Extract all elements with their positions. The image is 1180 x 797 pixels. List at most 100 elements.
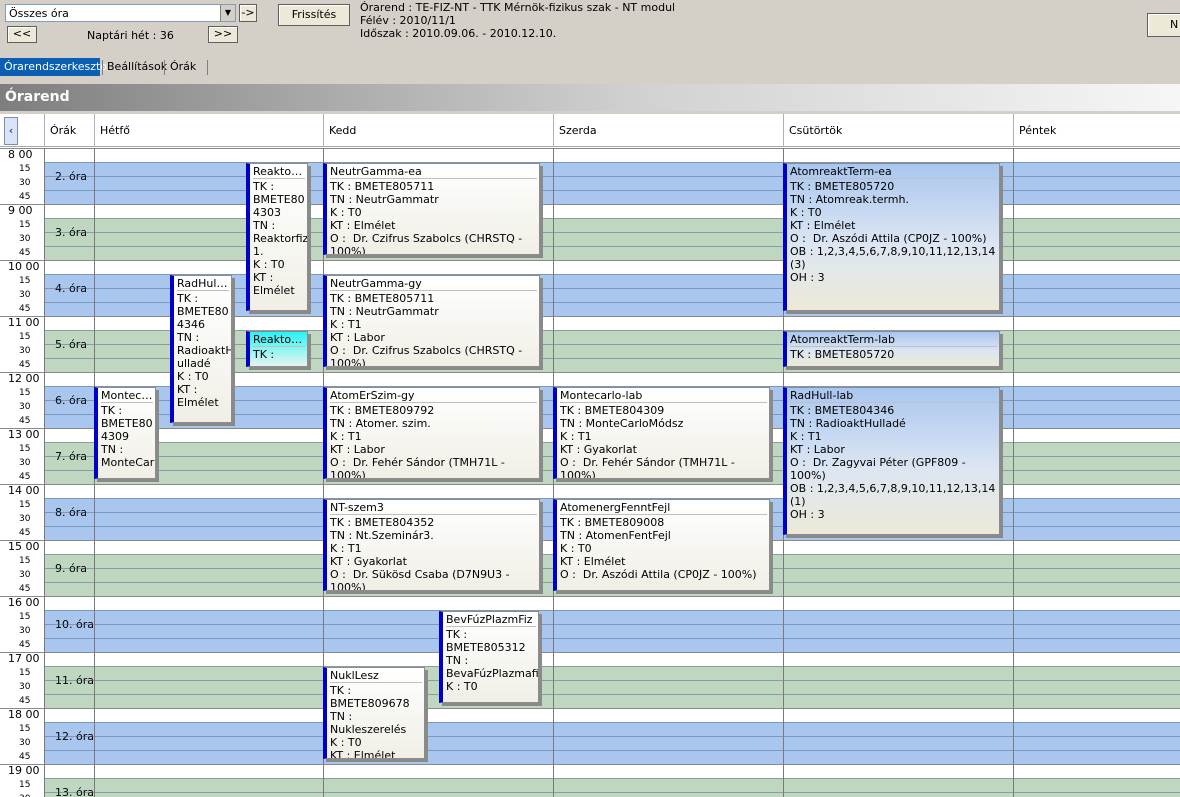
minute-label: 45: [19, 360, 31, 370]
minute-label: 15: [19, 220, 31, 230]
refresh-button[interactable]: Frissítés: [278, 4, 350, 26]
column-header-thursday: Csütörtök: [783, 114, 1013, 147]
quarter-line: [44, 778, 1180, 779]
quarter-line: [44, 218, 1180, 219]
quarter-line: [44, 386, 1180, 387]
next-week-button[interactable]: >>: [208, 26, 238, 43]
slot-label: 11. óra: [55, 674, 94, 687]
tab-timetable-editor[interactable]: Órarendszerkeszto: [0, 58, 107, 76]
minute-label: 15: [19, 780, 31, 790]
collapse-left-icon[interactable]: ‹: [4, 117, 18, 145]
filter-value: Összes óra: [9, 7, 69, 20]
minute-label: 15: [19, 276, 31, 286]
event-details: TK : BMETE809678 TN : Nukleszerelés K : …: [330, 684, 410, 759]
slot-band: [44, 666, 1180, 708]
hour-label: 16 00: [8, 596, 40, 609]
event-details: TK : BMETE809008 TN : AtomenFentFejl K :…: [560, 516, 757, 581]
minute-label: 45: [19, 192, 31, 202]
event-title: RadHull-ea: [177, 277, 229, 291]
minute-label: 30: [19, 570, 31, 580]
quarter-line: [44, 666, 1180, 667]
minute-label: 30: [19, 458, 31, 468]
event-title: Reaktorfi...: [253, 333, 305, 347]
tab-divider: [207, 60, 208, 75]
right-button[interactable]: N: [1147, 13, 1180, 37]
minute-label: 30: [19, 290, 31, 300]
slot-label: 4. óra: [55, 282, 87, 295]
quarter-line: [44, 792, 1180, 793]
event-details: TK : BMETE805711 TN : NeutrGammatr K : T…: [330, 180, 523, 255]
minute-label: 30: [19, 514, 31, 524]
event-details: TK : BMETE80 4346 TN : RadioaktH ulladé …: [177, 292, 232, 409]
minute-label: 30: [19, 794, 30, 797]
tab-classes[interactable]: Órák: [170, 60, 197, 73]
period-label: Időszak : 2010.09.06. - 2010.12.10.: [360, 27, 557, 40]
hour-label: 8 00: [8, 148, 33, 161]
event-title: NeutrGamma-gy: [330, 277, 537, 291]
slot-label: 13. óra: [55, 786, 94, 797]
event-title: Montecar...: [101, 389, 153, 403]
minute-label: 30: [19, 738, 31, 748]
go-button[interactable]: ->: [239, 4, 257, 22]
slot-band: [44, 778, 1180, 797]
event-details: TK : BMETE804352 TN : Nt.Szeminár3. K : …: [330, 516, 510, 591]
hour-line: [0, 204, 1180, 205]
quarter-line: [44, 330, 1180, 331]
hour-label: 17 00: [8, 652, 40, 665]
hour-line: [0, 596, 1180, 597]
hour-label: 18 00: [8, 708, 40, 721]
quarter-line: [44, 638, 1180, 639]
minute-label: 30: [19, 346, 31, 356]
quarter-line: [44, 162, 1180, 163]
quarter-line: [44, 610, 1180, 611]
minute-label: 45: [19, 696, 31, 706]
event-card[interactable]: Reaktorfi...TK :: [246, 331, 308, 367]
slot-band: [44, 610, 1180, 652]
event-title: BevFúzPlazmFiz: [446, 613, 536, 627]
filter-combobox[interactable]: Összes óra ▼: [5, 4, 236, 22]
slot-label: 10. óra: [55, 618, 94, 631]
minute-label: 45: [19, 472, 31, 482]
quarter-line: [44, 736, 1180, 737]
slot-label: 6. óra: [55, 394, 87, 407]
event-card[interactable]: Montecar...TK : BMETE80 4309 TN : MonteC…: [94, 387, 156, 479]
hour-line: [0, 316, 1180, 317]
minute-label: 30: [19, 682, 31, 692]
slot-band: [44, 722, 1180, 764]
minute-label: 30: [19, 178, 31, 188]
event-title: AtomreaktTerm-ea: [790, 165, 997, 179]
column-header-friday: Péntek: [1013, 114, 1180, 147]
tab-settings[interactable]: Beállítások: [107, 60, 168, 73]
timetable-info: Órarend : TE-FIZ-NT - TTK Mérnök-fizikus…: [360, 1, 675, 40]
hour-line: [0, 708, 1180, 709]
chevron-down-icon[interactable]: ▼: [220, 5, 235, 21]
previous-week-button[interactable]: <<: [7, 26, 37, 43]
event-title: Reaktorfi...: [253, 165, 305, 179]
minute-label: 30: [19, 402, 31, 412]
hour-label: 9 00: [8, 204, 33, 217]
minute-label: 45: [19, 416, 31, 426]
quarter-line: [44, 246, 1180, 247]
semester-label: Félév : 2010/11/1: [360, 14, 456, 27]
minute-label: 15: [19, 668, 31, 678]
hour-label: 10 00: [8, 260, 40, 273]
event-details: TK : BMETE804309 TN : MonteCarloMódsz K …: [560, 404, 735, 479]
event-details: TK : BMETE805720: [790, 348, 895, 361]
slot-label: 9. óra: [55, 562, 87, 575]
event-card[interactable]: Reaktorfi...TK : BMETE80 4303 TN : Reakt…: [246, 163, 308, 311]
event-title: AtomErSzim-gy: [330, 389, 537, 403]
quarter-line: [44, 722, 1180, 723]
column-header-slots: Órák: [44, 114, 94, 147]
